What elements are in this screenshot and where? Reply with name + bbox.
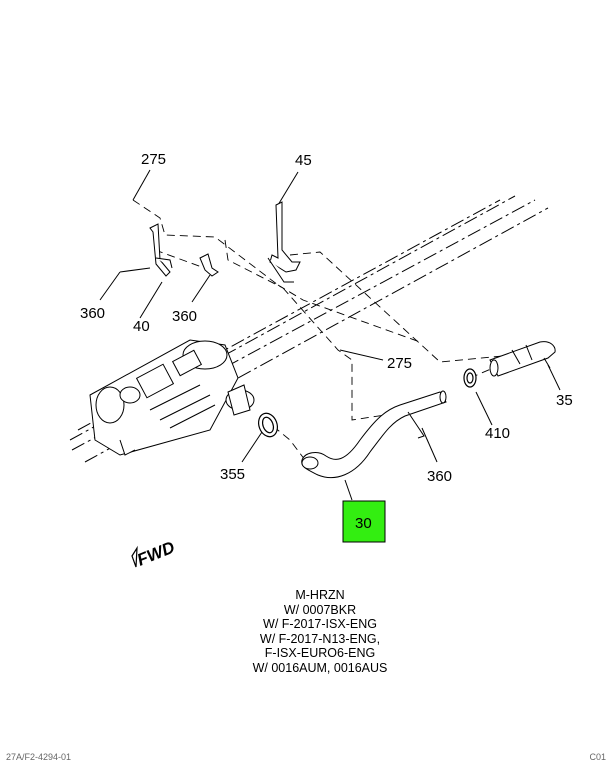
callout-275-mid: 275: [387, 355, 412, 372]
note-line: W/ 0016AUM, 0016AUS: [252, 660, 388, 675]
bracket-45: [267, 201, 301, 283]
clamp-355: [257, 412, 279, 438]
callout-360-right: 360: [427, 468, 452, 485]
highlight-box-30: [342, 500, 386, 543]
callout-45: 45: [295, 152, 312, 169]
note-line: F-ISX-EURO6-ENG: [264, 646, 376, 660]
callout-410: 410: [485, 425, 510, 442]
callout-leaders: [99, 169, 561, 501]
fwd-label: FWD: [134, 538, 177, 570]
tailpipe-35: [489, 341, 556, 377]
callout-30: 30: [355, 515, 372, 532]
applicability-notes: M-HRZN W/ 0007BKR W/ F-2017-ISX-ENG W/ F…: [210, 588, 430, 675]
note-line: W/ F-2017-ISX-ENG: [263, 617, 377, 631]
note-line: M-HRZN: [295, 588, 345, 602]
callout-35: 35: [556, 392, 573, 409]
callout-40: 40: [133, 318, 150, 335]
callout-275-top: 275: [141, 151, 166, 168]
callout-355: 355: [220, 466, 245, 483]
note-line: W/ F-2017-N13-ENG,: [259, 631, 381, 646]
callout-360-mid: 360: [172, 308, 197, 325]
clamp-360-left: [199, 253, 219, 277]
footer-code: 27A/F2-4294-01: [6, 752, 72, 762]
fwd-indicator: FWD: [131, 538, 177, 570]
footer-page: C01: [589, 752, 606, 762]
note-line: W/ 0007BKR: [283, 602, 357, 617]
callout-360-left: 360: [80, 305, 105, 322]
aftertreatment-assembly: [89, 339, 255, 456]
clamp-410: [463, 368, 477, 388]
fwd-arrow-icon: [131, 545, 138, 568]
bracket-40: [149, 223, 173, 277]
exhaust-pipe-30: [301, 390, 447, 479]
